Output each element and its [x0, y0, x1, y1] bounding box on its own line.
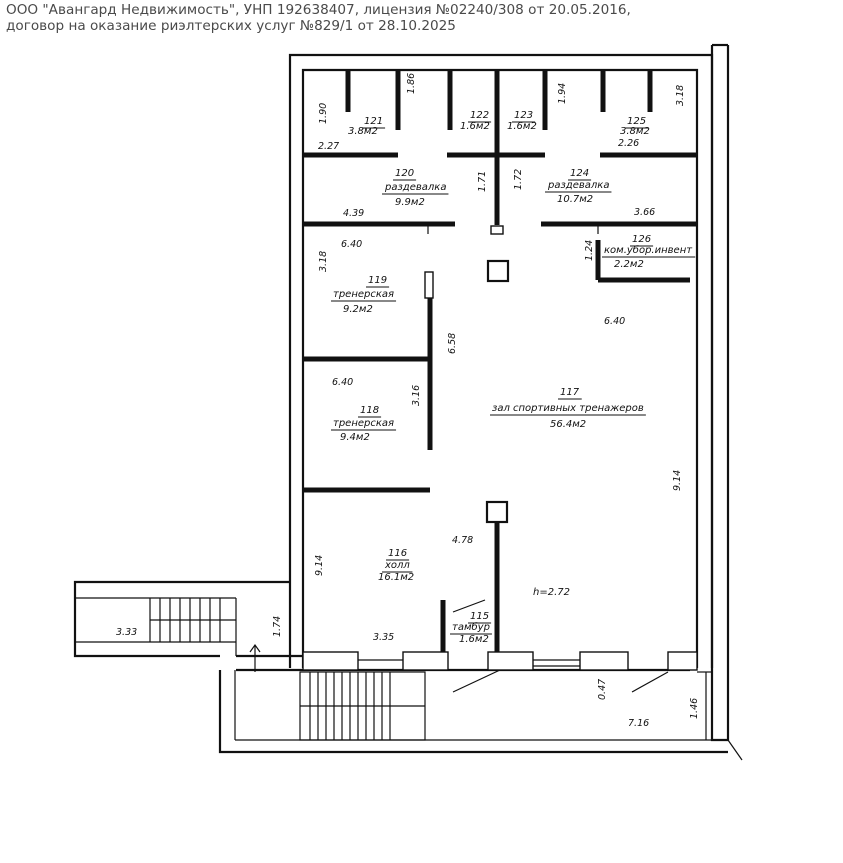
room-117-area: 56.4м2 — [550, 419, 586, 430]
room-117-name: зал спортивных тренажеров — [492, 403, 644, 414]
room-120-name: раздевалка — [384, 182, 446, 193]
dim-0-47: 0.47 — [597, 679, 608, 700]
room-115-name: тамбур — [452, 621, 490, 633]
dim-1-74: 1.74 — [272, 616, 283, 637]
dim-9-14-left: 9.14 — [314, 555, 325, 576]
outer-walls — [218, 43, 743, 761]
dim-2-26: 2.26 — [618, 138, 639, 149]
room-115-num: 115 — [470, 611, 489, 622]
room-123-area: 1.6м2 — [507, 121, 537, 132]
dim-6-40-right: 6.40 — [604, 316, 625, 327]
dim-3-18-top: 3.18 — [675, 85, 686, 106]
dim-7-16: 7.16 — [628, 718, 649, 729]
dim-1-94: 1.94 — [557, 83, 568, 104]
header: ООО "Авангард Недвижимость", УНП 1926384… — [6, 2, 631, 34]
room-121-area: 3.8м2 — [348, 126, 378, 137]
dim-4-78: 4.78 — [452, 535, 473, 546]
room-122-area: 1.6м2 — [460, 121, 490, 132]
dim-3-16: 3.16 — [411, 385, 422, 406]
room-119-name: тренерская — [333, 289, 394, 300]
room-118-num: 118 — [360, 405, 379, 416]
room-labels: 121 3.8м2 122 1.6м2 123 1.6м2 125 3.8м2 … — [331, 110, 696, 645]
room-126-num: 126 — [632, 234, 651, 245]
room-124-num: 124 — [570, 168, 589, 179]
room-117-num: 117 — [560, 387, 580, 398]
room-126-area: 2.2м2 — [614, 259, 644, 270]
front-windows — [302, 651, 698, 693]
room-116-name: холл — [384, 560, 410, 571]
room-120-num: 120 — [395, 168, 414, 179]
dim-1-71: 1.71 — [477, 171, 488, 192]
room-125-area: 3.8м2 — [620, 126, 650, 137]
room-116-area: 16.1м2 — [378, 572, 414, 583]
room-126-name: ком.убор.инвент — [604, 244, 693, 256]
header-line-2: договор на оказание риэлтерских услуг №8… — [6, 18, 456, 34]
room-119-num: 119 — [368, 275, 387, 286]
room-118-area: 9.4м2 — [340, 432, 370, 443]
room-124-area: 10.7м2 — [557, 194, 593, 205]
dim-1-90: 1.90 — [318, 103, 329, 124]
header-line-1: ООО "Авангард Недвижимость", УНП 1926384… — [6, 2, 631, 18]
interior-walls — [303, 70, 697, 652]
bottom-stair — [299, 671, 712, 741]
dim-9-14-right: 9.14 — [672, 470, 683, 491]
dim-6-40-top: 6.40 — [341, 239, 362, 250]
dim-3-18-left: 3.18 — [318, 251, 329, 272]
room-121-num: 121 — [364, 116, 383, 127]
room-125-num: 125 — [627, 116, 646, 127]
dim-3-35: 3.35 — [373, 632, 394, 643]
room-120-area: 9.9м2 — [395, 197, 425, 208]
dimension-labels: 1.90 1.86 1.94 3.18 2.27 2.26 1.71 1.72 … — [116, 73, 700, 729]
room-122-num: 122 — [470, 110, 489, 121]
room-124-name: раздевалка — [547, 180, 609, 191]
dim-6-40-mid: 6.40 — [332, 377, 353, 388]
ceiling-height: h=2.72 — [533, 587, 570, 598]
dim-1-24: 1.24 — [584, 240, 595, 261]
room-115-area: 1.6м2 — [459, 634, 489, 645]
dim-1-86: 1.86 — [406, 73, 417, 94]
dim-2-27: 2.27 — [318, 141, 339, 152]
dim-4-39: 4.39 — [343, 208, 364, 219]
dim-6-58: 6.58 — [447, 333, 458, 354]
room-119-area: 9.2м2 — [343, 304, 373, 315]
dim-1-46: 1.46 — [689, 698, 700, 719]
left-stair — [73, 580, 290, 672]
dim-3-33: 3.33 — [116, 627, 137, 638]
room-116-num: 116 — [388, 548, 407, 559]
room-118-name: тренерская — [333, 418, 394, 429]
dim-3-66: 3.66 — [634, 207, 655, 218]
dim-1-72: 1.72 — [513, 169, 524, 190]
room-123-num: 123 — [514, 110, 533, 121]
